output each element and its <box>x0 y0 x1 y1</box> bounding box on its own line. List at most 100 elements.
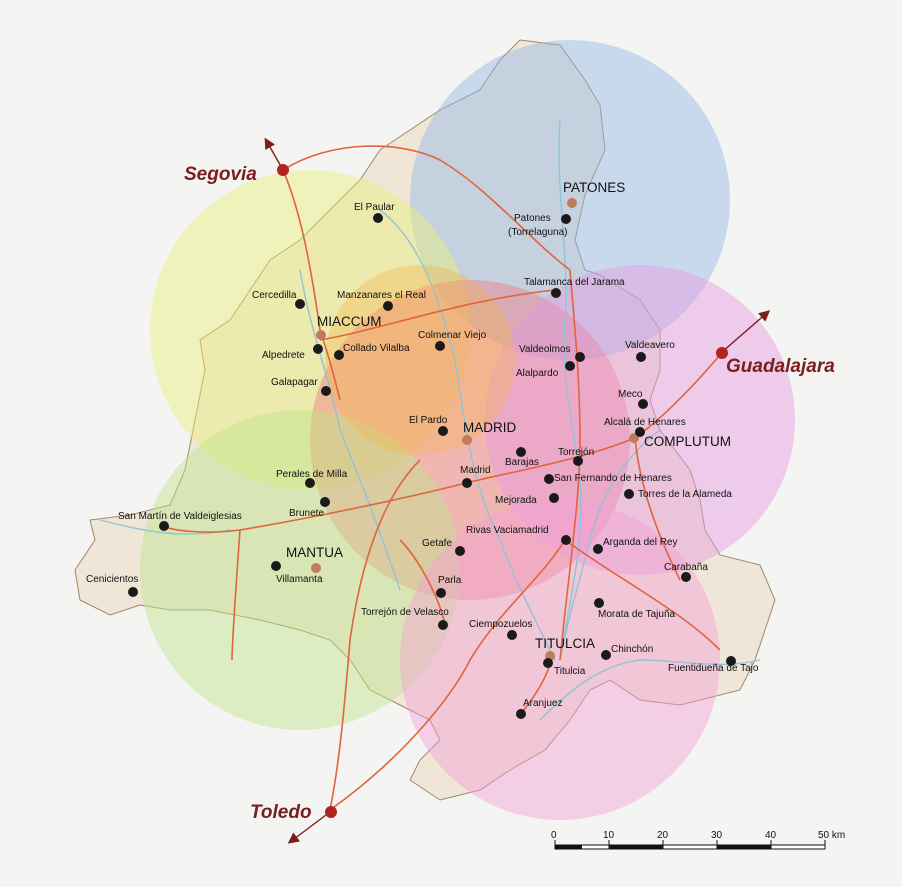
town-label: Arganda del Rey <box>603 537 678 548</box>
town-dot <box>313 344 323 354</box>
town-dot <box>436 588 446 598</box>
town-label: Barajas <box>505 457 539 468</box>
town-dot <box>438 620 448 630</box>
town-label: Carabaña <box>664 562 708 573</box>
town-dot <box>636 352 646 362</box>
guadalajara-label: Guadalajara <box>726 356 835 377</box>
town-label: Titulcia <box>554 666 586 677</box>
scale-tick-0: 0 <box>551 830 557 841</box>
town-label: Torrejón <box>558 447 594 458</box>
town-dot <box>271 561 281 571</box>
segovia-marker <box>277 164 289 176</box>
town-label: Parla <box>438 575 462 586</box>
town-label: Aranjuez <box>523 698 562 709</box>
town-dot <box>635 427 645 437</box>
town-dot <box>159 521 169 531</box>
town-dot <box>320 497 330 507</box>
town-label: Valdeolmos <box>519 344 571 355</box>
town-dot <box>624 489 634 499</box>
town-dot <box>575 352 585 362</box>
roman-dot-miaccum <box>316 330 326 340</box>
town-label: Cenicientos <box>86 574 138 585</box>
town-dot <box>601 650 611 660</box>
town-label: Torres de la Alameda <box>638 489 732 500</box>
scale-bar: 0 10 20 30 40 50 km <box>551 830 845 850</box>
town-label: (Torrelaguna) <box>508 227 567 238</box>
town-label: Collado Vilalba <box>343 343 410 354</box>
town-dot <box>128 587 138 597</box>
roman-label-mantua: MANTUA <box>286 545 343 560</box>
town-dot <box>435 341 445 351</box>
segovia-label: Segovia <box>184 164 257 185</box>
roman-dot-mantua <box>311 563 321 573</box>
town-dot <box>373 213 383 223</box>
town-dot <box>516 447 526 457</box>
toledo-label: Toledo <box>250 802 312 823</box>
circle-center-overlap <box>325 265 515 455</box>
madrid-region-shape <box>74 39 776 801</box>
town-dot <box>594 598 604 608</box>
town-label: Torrejón de Velasco <box>361 607 449 618</box>
town-label: Alcalá de Henares <box>604 417 686 428</box>
town-label: Fuentidueña de Tajo <box>668 663 759 674</box>
town-dot <box>565 361 575 371</box>
guadalajara-marker <box>716 347 728 359</box>
town-dot <box>455 546 465 556</box>
roman-dot-patones <box>567 198 577 208</box>
scale-tick-10: 10 <box>603 830 615 841</box>
roman-sites: PATONES MIACCUM MADRID COMPLUTUM MANTUA … <box>286 180 731 661</box>
town-dot <box>334 350 344 360</box>
town-dot <box>543 658 553 668</box>
town-label: Colmenar Viejo <box>418 330 487 341</box>
town-label: Manzanares el Real <box>337 290 426 301</box>
town-dot <box>321 386 331 396</box>
town-label: Alpedrete <box>262 350 305 361</box>
towns: El Paular Patones (Torrelaguna) Talamanc… <box>86 202 759 719</box>
town-dot <box>681 572 691 582</box>
town-dot <box>561 535 571 545</box>
town-label: El Paular <box>354 202 395 213</box>
roman-label-madrid: MADRID <box>463 420 516 435</box>
town-dot <box>593 544 603 554</box>
town-dot <box>726 656 736 666</box>
town-dot <box>507 630 517 640</box>
town-label: Perales de Milla <box>276 469 348 480</box>
scale-tick-50km: 50 km <box>818 830 845 841</box>
scale-tick-30: 30 <box>711 830 723 841</box>
town-label: Morata de Tajuña <box>598 609 676 620</box>
town-dot <box>462 478 472 488</box>
circle-complutum <box>485 265 795 575</box>
town-label: Ciempozuelos <box>469 619 532 630</box>
town-label: Talamanca del Jarama <box>524 277 625 288</box>
town-dot <box>516 709 526 719</box>
town-dot <box>561 214 571 224</box>
town-label: Madrid <box>460 465 491 476</box>
scale-tick-40: 40 <box>765 830 777 841</box>
roman-label-miaccum: MIACCUM <box>317 314 382 329</box>
town-dot <box>573 456 583 466</box>
town-label: Getafe <box>422 538 452 549</box>
town-label: San Martín de Valdeiglesias <box>118 511 242 522</box>
roman-label-titulcia: TITULCIA <box>535 636 595 651</box>
town-label: Valdeavero <box>625 340 675 351</box>
town-label: Galapagar <box>271 377 318 388</box>
town-label: Brunete <box>289 508 324 519</box>
town-dot <box>438 426 448 436</box>
town-label: Patones <box>514 213 551 224</box>
town-label: Cercedilla <box>252 290 297 301</box>
town-dot <box>638 399 648 409</box>
circle-miaccum <box>150 170 470 490</box>
circle-mantua <box>140 410 460 730</box>
town-dot <box>295 299 305 309</box>
scale-tick-20: 20 <box>657 830 669 841</box>
town-label: Chinchón <box>611 644 653 655</box>
town-label: Alalpardo <box>516 368 559 379</box>
town-dot <box>305 478 315 488</box>
town-dot <box>544 474 554 484</box>
town-label: Rivas Vaciamadrid <box>466 525 549 536</box>
town-label: Villamanta <box>276 574 323 585</box>
town-label: Mejorada <box>495 495 537 506</box>
town-dot <box>383 301 393 311</box>
roman-dot-madrid <box>462 435 472 445</box>
